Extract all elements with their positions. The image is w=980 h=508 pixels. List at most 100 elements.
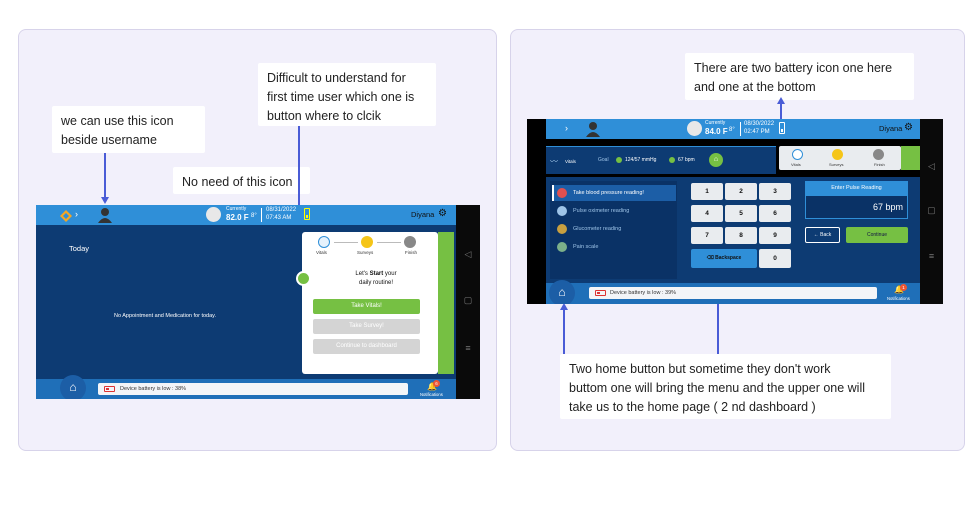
notifications-label[interactable]: Notifications	[420, 392, 443, 397]
step-label-surveys: Surveys	[829, 162, 844, 167]
take-vitals-button[interactable]: Take Vitals!	[313, 299, 420, 314]
vitals-step-icon	[318, 236, 330, 248]
logo-icon[interactable]	[60, 209, 72, 222]
home-nav-icon[interactable]: ▢	[463, 295, 473, 305]
recents-nav-icon[interactable]: ≡	[465, 343, 471, 353]
arrow-line	[298, 126, 300, 262]
step-connector	[334, 242, 358, 243]
low-battery-icon	[595, 290, 606, 296]
bell-icon[interactable]: 🔔	[427, 382, 437, 391]
empty-message: No Appointment and Medication for today.	[114, 313, 217, 319]
note-difficult-to-understand: Difficult to understand for first time u…	[258, 63, 436, 126]
system-nav-bar: ◁ ▢ ≡	[920, 119, 943, 304]
right-device-screen: › Currently 84.0 F 8° 08/30/2022 02:47 P…	[527, 119, 943, 304]
user-icon	[98, 207, 112, 223]
continue-button[interactable]: Continue	[846, 227, 908, 243]
key-7[interactable]: 7	[691, 227, 723, 244]
step-connector	[377, 242, 401, 243]
step-label-vitals: Vitals	[316, 250, 327, 255]
key-6[interactable]: 6	[759, 205, 791, 222]
notifications-badge: 1	[900, 284, 907, 291]
vitals-help-icon[interactable]	[296, 271, 311, 286]
weather-icon	[687, 121, 702, 136]
time: 02:47 PM	[744, 129, 770, 135]
battery-message-bar: Device battery is low : 39%	[589, 287, 877, 299]
goal-bar	[546, 146, 776, 174]
list-item-glucometer[interactable]: Glucometer reading	[573, 226, 622, 232]
key-3[interactable]: 3	[759, 183, 791, 200]
key-9[interactable]: 9	[759, 227, 791, 244]
pulse-ox-icon	[557, 206, 567, 216]
left-black-edge	[527, 119, 546, 304]
date: 08/31/2022	[266, 207, 297, 213]
continue-dashboard-button[interactable]: Continue to dashboard	[313, 339, 420, 354]
temperature: 84.0 F	[705, 127, 728, 136]
temp-unit-icon: 8°	[729, 127, 735, 133]
key-4[interactable]: 4	[691, 205, 723, 222]
step-label-vitals: Vitals	[791, 162, 801, 167]
battery-icon	[779, 122, 785, 134]
list-item-active[interactable]	[552, 185, 676, 201]
user-icon	[586, 121, 600, 137]
check-icon	[616, 157, 622, 163]
step-green-strip	[901, 146, 920, 170]
battery-message: Device battery is low : 39%	[610, 290, 677, 296]
take-survey-button[interactable]: Take Survey!	[313, 319, 420, 334]
step-label-surveys: Surveys	[357, 250, 374, 255]
time: 07:43 AM	[266, 215, 292, 221]
note-icon-beside-username: we can use this icon beside username	[52, 106, 205, 153]
arrow-head	[560, 303, 568, 310]
arrow-line	[780, 100, 782, 120]
chevron-right-icon[interactable]: ›	[565, 123, 568, 133]
home-icon[interactable]: ⌂	[60, 375, 86, 399]
bell-icon[interactable]: 🔔	[894, 285, 904, 294]
key-2[interactable]: 2	[725, 183, 757, 200]
key-5[interactable]: 5	[725, 205, 757, 222]
list-item-pulse-ox[interactable]: Pulse oximeter reading	[573, 208, 630, 214]
recents-nav-icon[interactable]: ≡	[928, 251, 935, 261]
key-0[interactable]: 0	[759, 249, 791, 268]
surveys-step-icon	[361, 236, 373, 248]
today-label: Today	[69, 244, 90, 253]
key-8[interactable]: 8	[725, 227, 757, 244]
home-nav-icon[interactable]: ▢	[927, 205, 936, 215]
step-label-finish: Finish	[874, 162, 885, 167]
left-device-screen: › Currently 82.0 F 8° 08/31/2022 07:43 A…	[36, 205, 480, 399]
list-item-pain[interactable]: Pain scale	[573, 244, 599, 250]
list-item-bp[interactable]: Take blood pressure reading!	[573, 190, 644, 196]
battery-message-bar: Device battery is low : 38%	[98, 383, 408, 395]
gear-icon[interactable]: ⚙	[904, 122, 913, 133]
date: 08/30/2022	[744, 121, 775, 127]
temperature: 82.0 F	[226, 213, 249, 222]
username[interactable]: Diyana	[879, 124, 903, 133]
battery-message: Device battery is low : 38%	[120, 386, 187, 392]
vitals-label: Vitals	[565, 159, 576, 164]
weather-icon	[206, 207, 221, 222]
vitals-wave-icon: 〰	[550, 157, 558, 166]
step-label-finish: Finish	[405, 250, 418, 255]
back-nav-icon[interactable]: ◁	[928, 161, 935, 171]
chevron-right-icon[interactable]: ›	[75, 209, 78, 219]
routine-heading: Let's Start your	[355, 271, 397, 277]
notifications-label[interactable]: Notifications	[887, 296, 910, 301]
gear-icon[interactable]: ⚙	[438, 208, 447, 219]
backspace-key[interactable]: ⌫ Backspace	[691, 249, 757, 268]
divider	[261, 208, 262, 222]
arrow-line	[563, 307, 565, 354]
enter-reading-title: Enter Pulse Reading	[805, 181, 908, 195]
low-battery-icon	[104, 386, 115, 392]
goal-bp: 124/57 mmHg	[625, 157, 657, 163]
home-icon[interactable]: ⌂	[549, 280, 575, 304]
reading-value: 67 bpm	[805, 195, 908, 219]
pain-icon	[557, 242, 567, 252]
username[interactable]: Diyana	[411, 210, 435, 219]
home-icon-upper[interactable]: ⌂	[709, 153, 723, 167]
bp-icon	[557, 188, 567, 198]
notifications-badge: 6	[433, 380, 440, 387]
system-nav-bar: ◁ ▢ ≡	[456, 205, 480, 399]
back-button[interactable]: ← Back	[805, 227, 840, 243]
divider	[740, 122, 741, 136]
routine-green-strip	[438, 232, 454, 374]
key-1[interactable]: 1	[691, 183, 723, 200]
back-nav-icon[interactable]: ◁	[464, 249, 472, 259]
